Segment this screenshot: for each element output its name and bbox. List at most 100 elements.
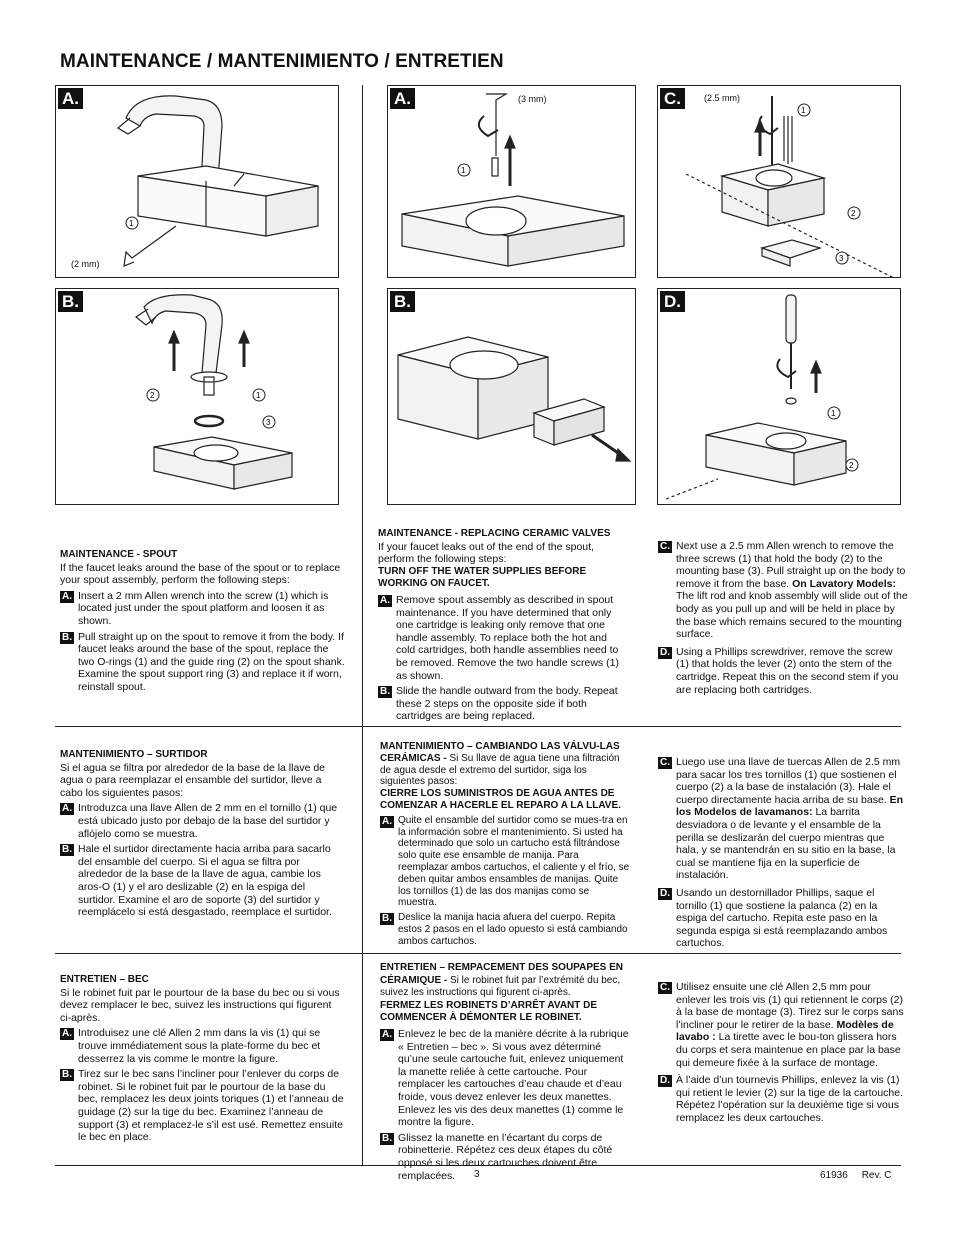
step-badge: B.: [60, 631, 74, 644]
step-text-bold: Modèles de lavabo :: [676, 1018, 894, 1044]
figure-label: B.: [390, 291, 415, 312]
step-text: Utilisez ensuite une clé Allen 2,5 mm po…: [676, 981, 904, 1031]
section-intro: Si Su llave de agua tiene una filtración…: [380, 752, 620, 788]
column-divider: [362, 85, 363, 1165]
section-intro: Si le robinet fuit par l’extrémité du be…: [380, 974, 621, 999]
step-a: A.Enlevez le bec de la manière décrite à…: [380, 1028, 632, 1129]
figure-label: A.: [390, 88, 415, 109]
step-d: D.À l’aide d’un tournevis Phillips, enle…: [658, 1074, 908, 1124]
section-heading: ENTRETIEN – REMPACEMENT DES SOUPAPES EN …: [380, 962, 632, 1000]
figure-label: B.: [58, 291, 83, 312]
lever-screw-illustration: 1 2: [665, 294, 859, 500]
spout-pull-illustration: 2 1 3: [134, 294, 293, 490]
es-spout-section: MANTENIMIENTO – SURTIDOR Si el agua se f…: [60, 749, 345, 919]
section-warning: FERMEZ LES ROBINETS D’ARRÊT AVANT DE COM…: [380, 999, 598, 1024]
step-badge: D.: [658, 1075, 672, 1088]
step-a: A.Insert a 2 mm Allen wrench into the sc…: [60, 590, 345, 628]
figure-a-handle: A. 1 (3 mm): [387, 85, 636, 278]
step-text: Tirez sur le bec sans l’incliner pour l’…: [78, 1068, 344, 1144]
step-text: Glissez la manette en l’écartant du corp…: [398, 1131, 613, 1182]
figure-label: D.: [660, 291, 685, 312]
en-spout-section: MAINTENANCE - SPOUT If the faucet leaks …: [60, 549, 345, 694]
section-intro: If the faucet leaks around the base of t…: [60, 561, 341, 587]
es-valves-steps-cd: C. Luego use una llave de tuercas Allen d…: [658, 753, 908, 950]
callout-3: 3: [266, 418, 271, 427]
step-text: Deslice la manija hacia afuera del cuerp…: [398, 912, 628, 947]
section-heading: MAINTENANCE - REPLACING CERAMIC VALVES: [378, 528, 611, 539]
step-text: Usando un destornillador Phillips, saque…: [676, 886, 888, 950]
step-b: B.Hale el surtidor directamente hacia ar…: [60, 843, 345, 919]
step-badge: B.: [380, 913, 394, 926]
section-heading: MAINTENANCE - SPOUT: [60, 549, 178, 560]
step-badge: B.: [60, 1069, 74, 1082]
step-d: D. Usando un destornillador Phillips, saq…: [658, 887, 908, 950]
step-a: A.Introduzca una llave Allen de 2 mm en …: [60, 802, 345, 840]
figure-label: A.: [58, 88, 83, 109]
callout-2: 2: [849, 461, 854, 470]
section-heading: MANTENIMIENTO – SURTIDOR: [60, 749, 208, 760]
section-intro: If your faucet leaks out of the end of t…: [378, 540, 594, 566]
section-warning: CIERRE LOS SUMINISTROS DE AGUA ANTES DE …: [380, 788, 621, 811]
step-text: La barrita desviadora o de levante y el …: [676, 806, 896, 882]
en-valves-section: MAINTENANCE - REPLACING CERAMIC VALVES I…: [378, 528, 626, 723]
step-b: B. Glissez la manette en l’écartant du co…: [380, 1132, 632, 1182]
page-number: 3: [474, 1169, 480, 1180]
step-badge: D.: [658, 887, 672, 900]
spout-illustration: 1: [116, 95, 319, 267]
callout-1: 1: [256, 391, 261, 400]
step-badge: A.: [60, 803, 74, 816]
fr-valves-section: ENTRETIEN – REMPACEMENT DES SOUPAPES EN …: [380, 962, 632, 1182]
section-warning: TURN OFF THE WATER SUPPLIES BEFORE WORKI…: [378, 565, 587, 590]
section-heading-text: MANTENIMIENTO – CAMBIANDO LAS VÁLVU-LAS …: [380, 741, 620, 764]
figure-b-handle: B.: [387, 288, 636, 505]
step-badge: C.: [658, 757, 672, 769]
step-badge: A.: [380, 815, 394, 828]
document-number: 61936 Rev. C: [820, 1170, 892, 1181]
step-d: D. Using a Phillips screwdriver, remove t…: [658, 646, 908, 696]
step-badge: A.: [60, 590, 74, 603]
section-intro: Si le robinet fuit par le pourtour de la…: [60, 986, 340, 1024]
step-text: Slide the handle outward from the body. …: [396, 685, 618, 723]
section-intro: Si el agua se filtra por alrededor de la…: [60, 761, 326, 799]
callout-3: 3: [839, 254, 844, 263]
step-text: Quite el ensamble del surtidor como se m…: [398, 814, 630, 909]
figure-label: C.: [660, 88, 685, 109]
step-badge: C.: [658, 541, 672, 553]
step-a: A. Quite el ensamble del surtidor como se…: [380, 815, 630, 909]
step-text: La tirette avec le bou-ton glissera hors…: [676, 1031, 901, 1069]
step-text: Next use a 2.5 mm Allen wrench to remove…: [676, 540, 906, 590]
step-b: B. Slide the handle outward from the body…: [378, 685, 626, 723]
callout-2: 2: [851, 209, 856, 218]
step-text-bold: On Lavatory Models:: [792, 577, 896, 590]
step-text: Remove spout assembly as described in sp…: [396, 593, 619, 682]
step-text: Luego use una llave de tuercas Allen de …: [676, 756, 901, 806]
step-b: B.Pull straight up on the spout to remov…: [60, 631, 345, 694]
callout-1: 1: [461, 166, 466, 175]
callout-1: 1: [831, 409, 836, 418]
handle-screw-illustration: 1: [401, 93, 625, 267]
figure-b-spout: B. 2 1 3: [55, 288, 339, 505]
fr-spout-section: ENTRETIEN – BEC Si le robinet fuit par l…: [60, 974, 345, 1144]
step-text: Using a Phillips screwdriver, remove the…: [676, 645, 899, 696]
step-badge: C.: [658, 982, 672, 994]
section-heading: ENTRETIEN – BEC: [60, 974, 149, 985]
step-a: A. Remove spout assembly as described in …: [378, 594, 626, 682]
step-a: A.Introduisez une clé Allen 2 mm dans la…: [60, 1027, 345, 1065]
step-badge: B.: [380, 1132, 394, 1145]
figure-c-body: C. 1 2 3 (2.5 mm): [657, 85, 901, 278]
figure-a-spout: A. 1 (2 mm): [55, 85, 339, 278]
step-badge: B.: [378, 686, 392, 699]
wrench-size-label: (2 mm): [71, 259, 100, 269]
step-b: B. Tirez sur le bec sans l’incliner pour …: [60, 1068, 345, 1144]
callout-2: 2: [150, 391, 155, 400]
callout-1: 1: [801, 106, 806, 115]
step-text-bold: En los Modelos de lavamanos:: [676, 793, 904, 819]
step-text: Enlevez le bec de la manière décrite à l…: [398, 1027, 629, 1129]
step-text: Introduisez une clé Allen 2 mm dans la v…: [78, 1027, 321, 1065]
body-removal-illustration: 1 2 3: [685, 96, 894, 277]
step-b: B. Deslice la manija hacia afuera del cue…: [380, 912, 630, 947]
step-badge: D.: [658, 646, 672, 659]
fr-valves-steps-cd: C. Utilisez ensuite une clé Allen 2,5 mm …: [658, 978, 908, 1125]
section-heading: MANTENIMIENTO – CAMBIANDO LAS VÁLVU-LAS …: [380, 741, 630, 788]
step-badge: A.: [378, 594, 392, 607]
